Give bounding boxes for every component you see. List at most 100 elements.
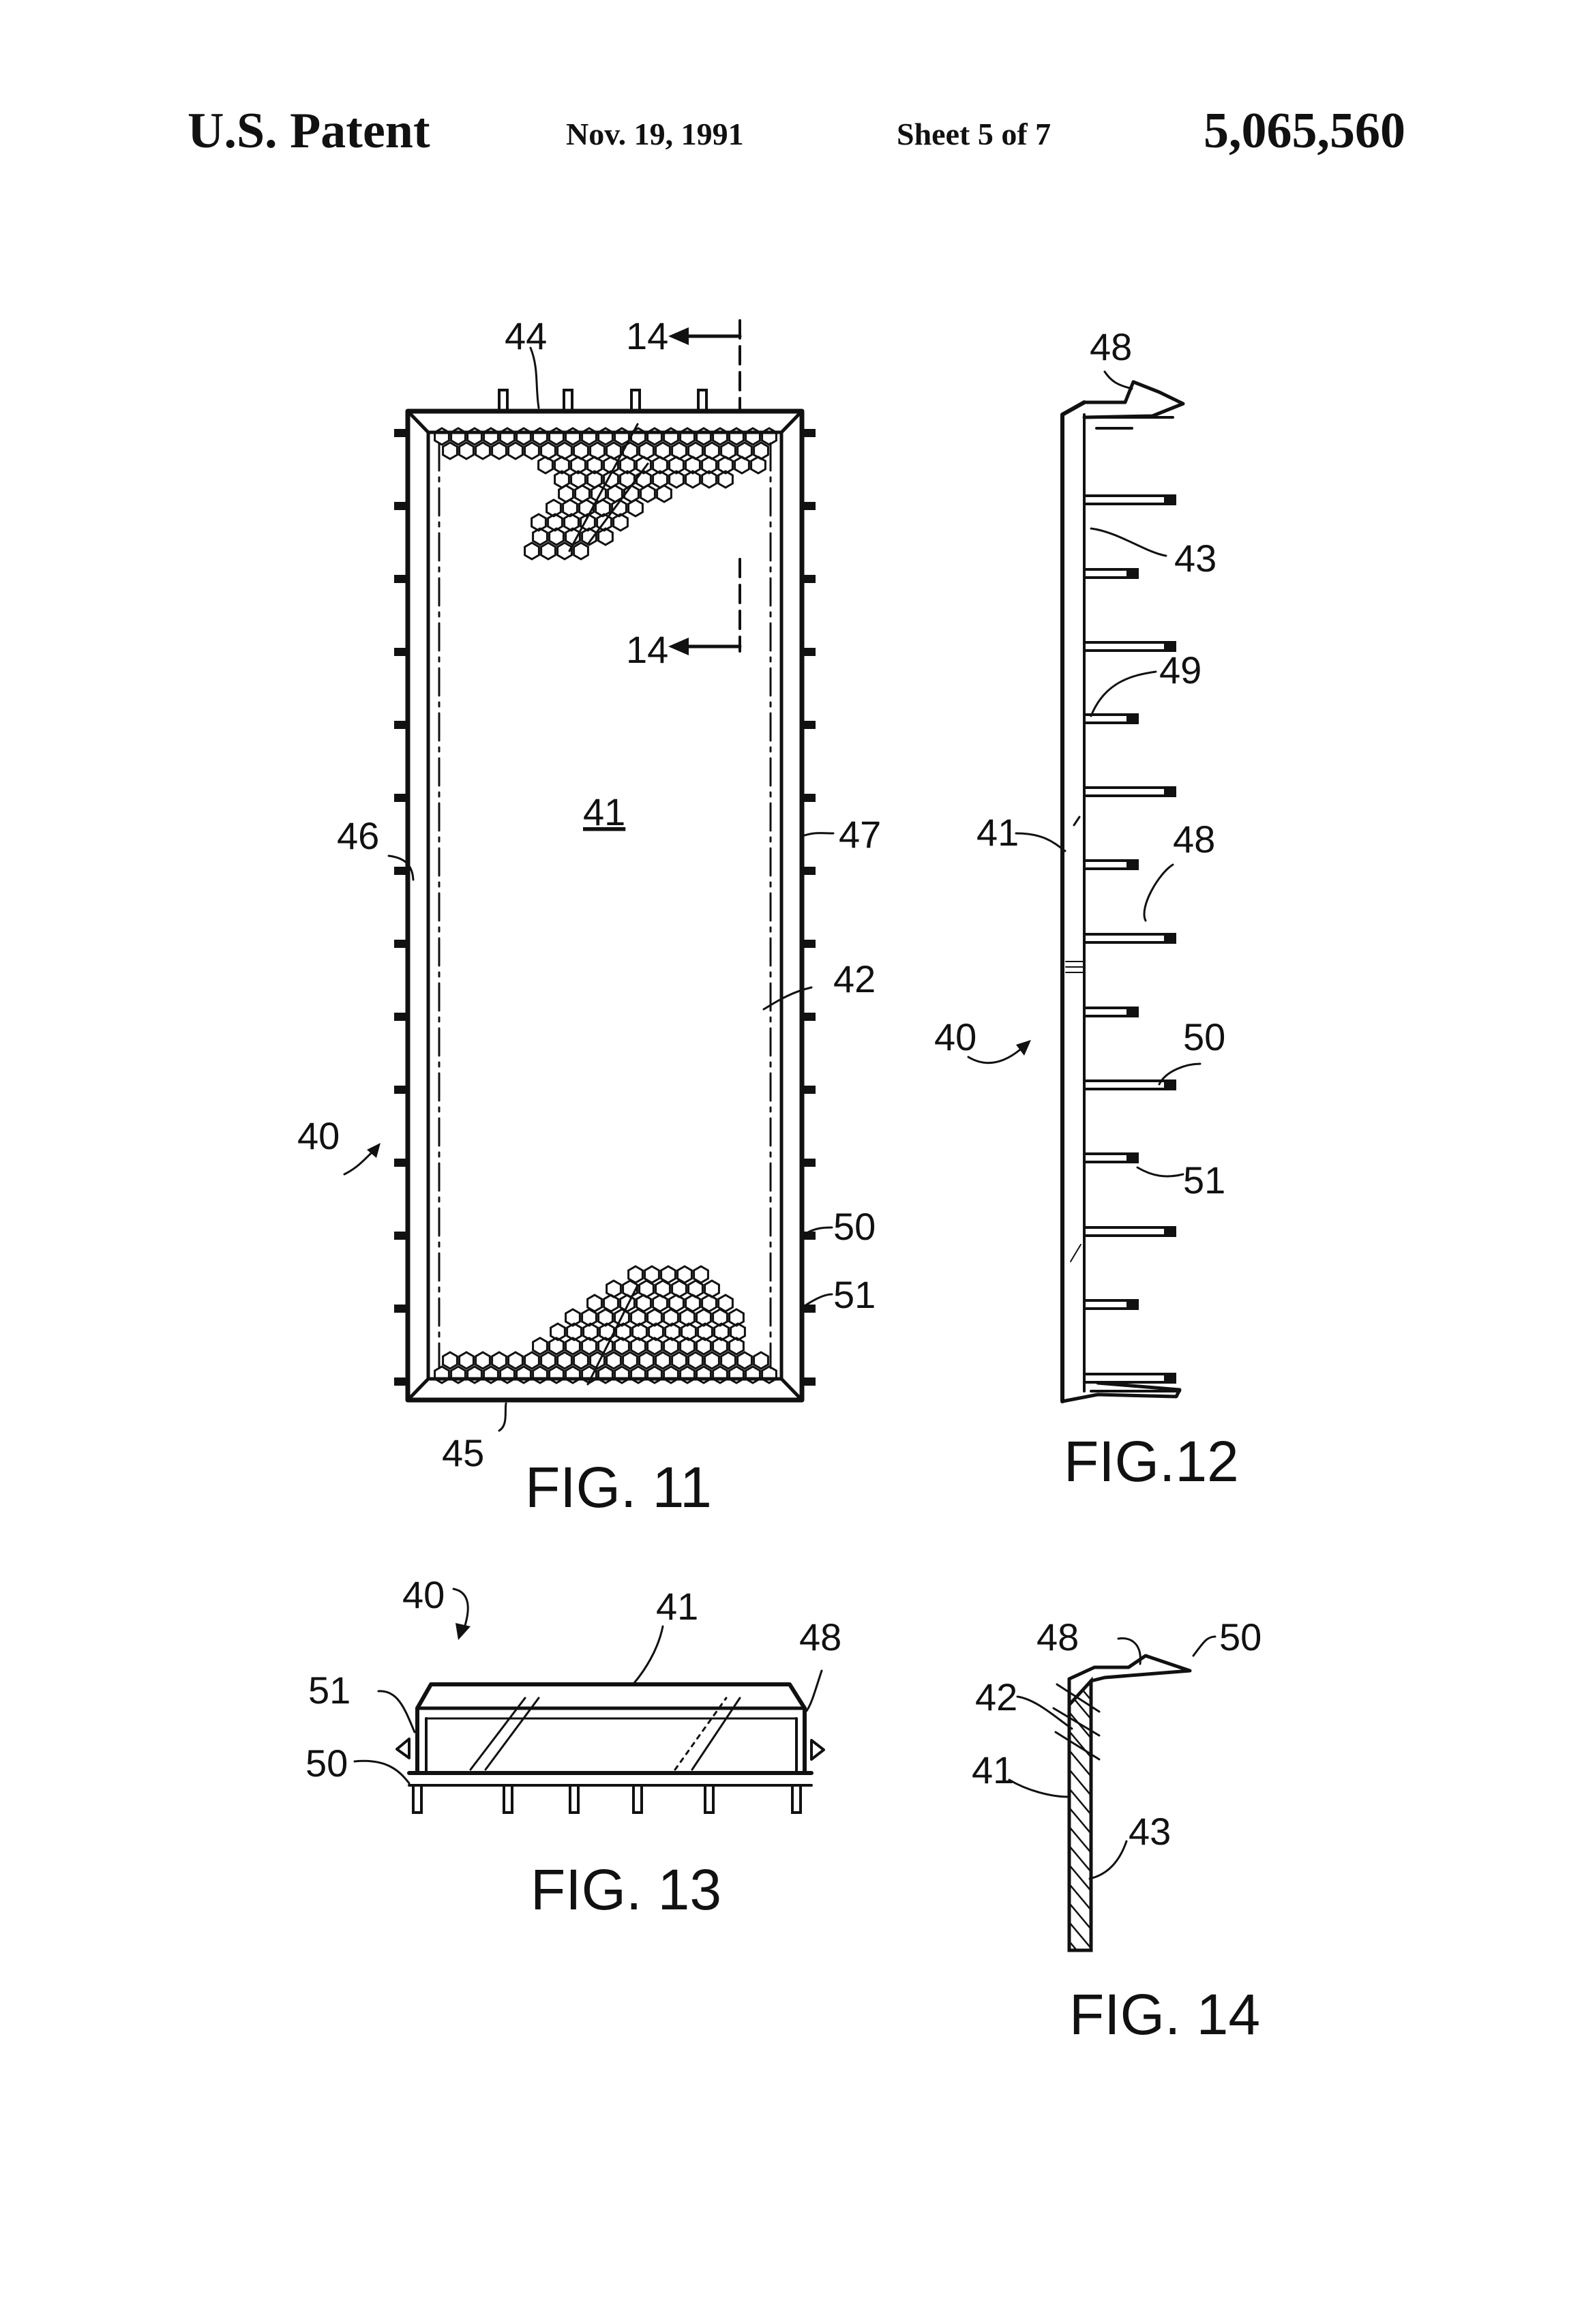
fig11-label-42: 42	[833, 957, 876, 1000]
top-peg	[698, 390, 706, 412]
honeycomb-cell	[686, 1295, 700, 1311]
fig12-label-40: 40	[934, 1015, 976, 1058]
fig12-top-tab	[1084, 382, 1183, 417]
left-side-peg	[394, 721, 408, 729]
honeycomb-cell	[754, 443, 768, 459]
right-side-peg	[802, 429, 816, 437]
honeycomb-cell	[615, 1338, 629, 1354]
fig14-caption: FIG. 14	[1069, 1982, 1260, 2046]
top-peg	[631, 390, 640, 412]
fig11-label-41: 41	[583, 790, 625, 833]
honeycomb-cell	[678, 1266, 692, 1283]
fig12-label-43: 43	[1174, 537, 1217, 580]
fig12-peg-tip	[1126, 1300, 1139, 1309]
fig11-top-pegs	[499, 390, 706, 412]
left-side-peg	[394, 648, 408, 656]
fig12-panel-outer	[1062, 402, 1084, 1401]
right-side-peg	[802, 502, 816, 510]
honeycomb-cell	[754, 1352, 768, 1369]
honeycomb-cell	[599, 528, 613, 545]
honeycomb-cell	[584, 1324, 598, 1340]
fig12-peg-tip	[1164, 1227, 1176, 1236]
honeycomb-cell	[582, 1338, 597, 1354]
right-side-peg	[802, 1086, 816, 1094]
honeycomb-cell	[631, 1338, 646, 1354]
fig13-peg	[504, 1785, 512, 1813]
honeycomb-cell	[681, 1338, 695, 1354]
honeycomb-cell	[492, 1352, 507, 1369]
honeycomb-cell	[607, 1352, 621, 1369]
fig12-label-51: 51	[1183, 1159, 1225, 1202]
honeycomb-cell	[539, 457, 553, 473]
honeycomb-cell	[664, 1338, 678, 1354]
honeycomb-cell	[574, 543, 588, 559]
fig13-peg	[413, 1785, 421, 1813]
leader-43-fig14	[1090, 1841, 1126, 1879]
fig14-drawing: 48 50 42 41 43 FIG. 14	[972, 1615, 1262, 2046]
honeycomb-cell	[666, 1324, 680, 1340]
honeycomb-cell	[698, 1324, 713, 1340]
fig12-peg-tip	[1164, 496, 1176, 504]
honeycomb-cell	[591, 443, 605, 459]
fig13-pegs	[413, 1785, 801, 1813]
honeycomb-cell	[565, 514, 579, 531]
left-side-peg	[394, 940, 408, 948]
honeycomb-cell	[525, 543, 539, 559]
fig12-label-49: 49	[1159, 649, 1202, 691]
left-side-peg	[394, 429, 408, 437]
honeycomb-cell	[629, 1266, 643, 1283]
leader-51	[805, 1294, 832, 1306]
honeycomb-cell	[705, 1281, 719, 1297]
honeycomb-cell	[596, 500, 610, 516]
honeycomb-cell	[509, 443, 523, 459]
fig13-peg	[570, 1785, 578, 1813]
honeycomb-cell	[588, 1295, 602, 1311]
honeycomb-cell	[509, 1352, 523, 1369]
fig13-peg	[705, 1785, 713, 1813]
honeycomb-cell	[670, 1295, 684, 1311]
left-side-peg	[394, 794, 408, 802]
fig13-label-50: 50	[305, 1742, 348, 1785]
right-side-peg	[802, 867, 816, 875]
fig12-peg-tip	[1126, 861, 1139, 869]
right-side-peg	[802, 940, 816, 948]
left-side-peg	[394, 1232, 408, 1240]
honeycomb-cell	[443, 443, 458, 459]
fig11-label-47: 47	[839, 813, 881, 856]
honeycomb-cell	[730, 1309, 744, 1326]
honeycomb-cell	[541, 443, 556, 459]
honeycomb-cell	[607, 443, 621, 459]
fig11-label-14-top: 14	[626, 314, 668, 357]
honeycomb-cell	[614, 514, 628, 531]
fig14-label-50: 50	[1219, 1615, 1262, 1658]
right-side-peg	[802, 1013, 816, 1021]
leader-47	[805, 833, 833, 835]
left-side-peg	[394, 1159, 408, 1167]
left-side-peg	[394, 502, 408, 510]
fig14-label-48: 48	[1036, 1615, 1079, 1658]
fig12-peg-tip	[1164, 1081, 1176, 1089]
fig13-peg	[633, 1785, 642, 1813]
honeycomb-cell	[637, 1295, 651, 1311]
fig13-peg	[792, 1785, 801, 1813]
left-side-peg	[394, 1086, 408, 1094]
leader-48-mid	[1144, 865, 1173, 921]
fig11-outer-frame	[408, 411, 802, 1400]
honeycomb-cell	[547, 500, 561, 516]
honeycomb-cell	[648, 1338, 662, 1354]
fig12-peg-tip	[1164, 788, 1176, 796]
right-side-peg	[802, 1159, 816, 1167]
fig12-peg-tip	[1126, 1154, 1139, 1162]
top-peg	[499, 390, 507, 412]
fig13-top-plate	[417, 1684, 805, 1708]
fig11-label-14-mid: 14	[626, 628, 668, 671]
leader-48-top	[1105, 372, 1132, 389]
honeycomb-cell	[558, 1352, 572, 1369]
leader-50-fig14	[1193, 1637, 1215, 1656]
leader-49	[1091, 672, 1156, 716]
honeycomb-cell	[661, 1266, 676, 1283]
fig12-caption: FIG.12	[1064, 1429, 1239, 1493]
honeycomb-cell	[476, 443, 490, 459]
fig12-pegs	[1084, 496, 1176, 1382]
left-side-peg	[394, 1013, 408, 1021]
